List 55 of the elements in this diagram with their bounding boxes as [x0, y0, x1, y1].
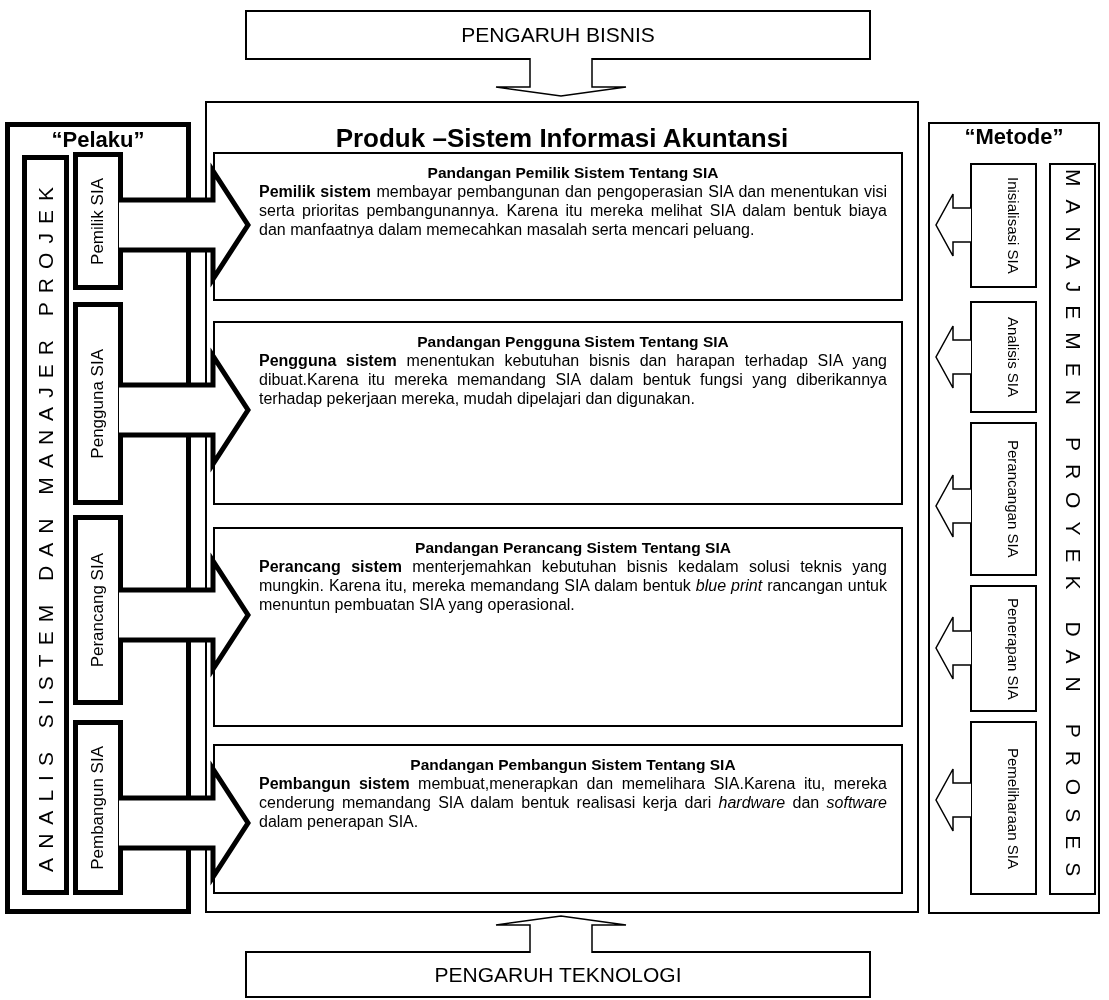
- panel-title: “Pelaku”: [50, 127, 146, 153]
- box-label: PENGARUH TEKNOLOGI: [434, 962, 682, 987]
- influence-box: [245, 10, 871, 60]
- block-arrow: [935, 193, 972, 257]
- box-label: Penerapan SIA: [1003, 597, 1022, 700]
- block-arrow: [935, 768, 972, 832]
- influence-box: [245, 951, 871, 998]
- phase-box: [970, 301, 1037, 413]
- panel-title: “Metode”: [963, 124, 1065, 150]
- vertical-label: ANALIS SISTEM DAN MANAJER PROJEK: [33, 178, 58, 872]
- actor-box: [73, 515, 123, 705]
- box-label: Pemilik SIA: [88, 177, 108, 265]
- box-label: Pemeliharaan SIA: [1003, 747, 1022, 869]
- view-box: [213, 152, 903, 301]
- group-panel: [205, 101, 919, 913]
- phase-box: [970, 721, 1037, 895]
- block-arrow: [116, 760, 251, 886]
- view-heading: Pandangan Pemilik Sistem Tentang SIA: [426, 164, 720, 182]
- view-box: [213, 321, 903, 505]
- vertical-label-box: [1049, 163, 1096, 895]
- block-arrow: [116, 552, 251, 678]
- block-arrow: [935, 616, 972, 680]
- group-panel: [5, 122, 191, 914]
- block-arrow: [495, 57, 627, 97]
- block-arrow: [116, 347, 251, 473]
- view-box: [213, 527, 903, 727]
- panel-title: Produk –Sistem Informasi Akuntansi: [334, 123, 790, 154]
- actor-box: [73, 720, 123, 895]
- block-arrow: [495, 915, 627, 954]
- vertical-label: MANAJEMEN PROYEK DAN PROSES: [1060, 168, 1085, 890]
- view-box: [213, 744, 903, 894]
- actor-box: [73, 302, 123, 505]
- phase-box: [970, 585, 1037, 712]
- box-label: Pembangun SIA: [88, 745, 108, 870]
- view-description: Pembangun sistem membuat,menerapkan dan memelihara SIA.Karena itu, mereka cenderung memandang SIA dalam bentuk realisasi kerja dari hardware dan software dalam penerapan SIA.: [259, 774, 887, 832]
- box-label: Pengguna SIA: [88, 348, 108, 459]
- box-label: PENGARUH BISNIS: [461, 23, 655, 47]
- view-description: Pemilik sistem membayar pembangunan dan pengoperasian SIA dan menentukan visi serta prioritas pembangunannya. Karena itu mereka melihat SIA dalam bentuk biaya dan manfaatnya dalam memecahkan masalah serta mencari peluang.: [259, 182, 887, 240]
- box-label: Perancang SIA: [88, 552, 108, 668]
- view-description: Perancang sistem menterjemahkan kebutuhan bisnis kedalam solusi teknis yang mungkin. Karena itu, mereka memandang SIA dalam bentuk blue print rancangan untuk menuntun pembuatan SIA yang operasional.: [259, 557, 887, 615]
- view-heading: Pandangan Perancang Sistem Tentang SIA: [414, 539, 732, 557]
- box-label: Inisialisasi SIA: [1003, 177, 1022, 274]
- block-arrow: [935, 325, 972, 389]
- actor-box: [73, 152, 123, 290]
- block-arrow: [935, 474, 972, 538]
- phase-box: [970, 422, 1037, 576]
- block-arrow: [116, 162, 251, 288]
- view-heading: Pandangan Pengguna Sistem Tentang SIA: [416, 333, 730, 351]
- vertical-label-box: [22, 155, 69, 895]
- phase-box: [970, 163, 1037, 288]
- box-label: Perancangan SIA: [1003, 440, 1022, 558]
- view-heading: Pandangan Pembangun Sistem Tentang SIA: [409, 756, 737, 774]
- group-panel: [928, 122, 1100, 914]
- view-description: Pengguna sistem menentukan kebutuhan bisnis dan harapan terhadap SIA yang dibuat.Karena itu mereka memandang SIA dalam bentuk fungsi yang diberikannya terhadap pekerjaan mereka, mudah dipelajari dan digunakan.: [259, 351, 887, 409]
- box-label: Analisis SIA: [1003, 316, 1022, 397]
